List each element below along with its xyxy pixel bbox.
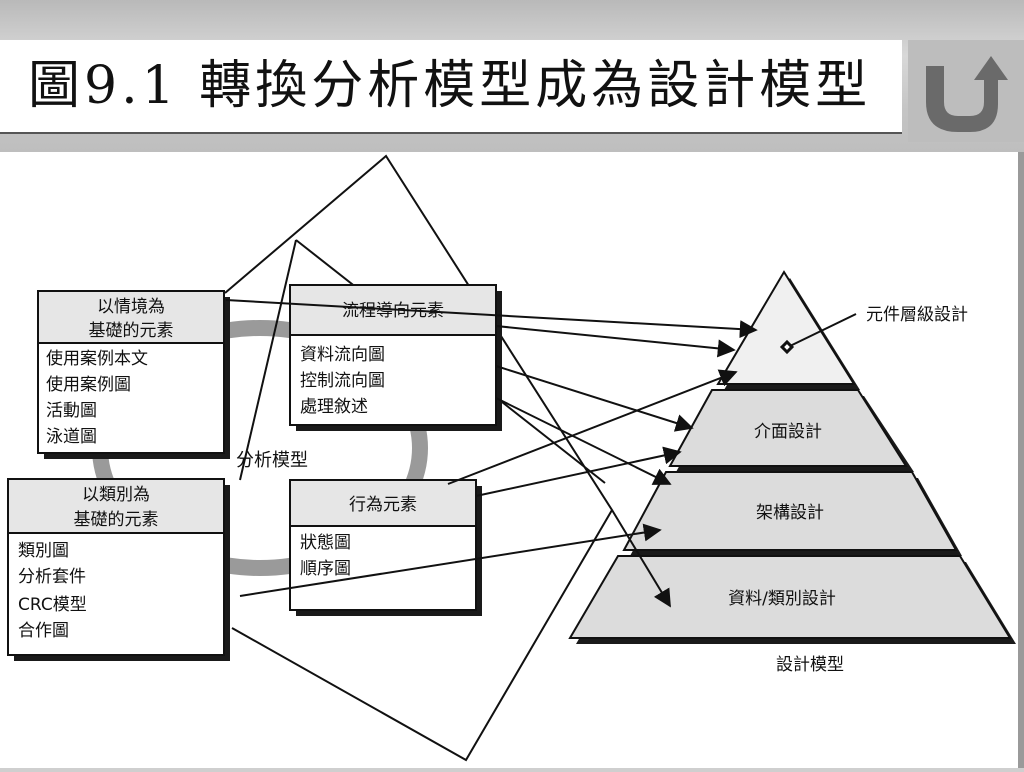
box-item: CRC模型: [18, 595, 87, 615]
box-header-line: 以情境為: [97, 297, 165, 317]
box-header-line: 基礎的元素: [89, 321, 174, 341]
box-item: 使用案例本文: [46, 348, 148, 369]
box-scenario-elements: 以情境為 基礎的元素 使用案例本文 使用案例圖 活動圖 泳道圖: [37, 290, 230, 459]
title-bar: 圖9.1 轉換分析模型成為設計模型: [0, 40, 902, 134]
component-callout-line: [789, 313, 857, 347]
design-pyramid: [568, 270, 1016, 644]
diagram-svg: 以情境為 基礎的元素 使用案例本文 使用案例圖 活動圖 泳道圖 流程導向元素 資…: [7, 154, 1016, 762]
design-level-label: 元件層級設計: [866, 305, 968, 325]
mapping-arrows: [225, 299, 758, 608]
box-behavioral-elements: 行為元素 狀態圖 順序圖: [289, 479, 482, 616]
box-item: 處理敘述: [300, 397, 368, 417]
box-item: 狀態圖: [300, 533, 351, 553]
canvas-edge: [1018, 152, 1024, 768]
connector-line: [239, 239, 297, 481]
design-level-label: 介面設計: [754, 422, 822, 442]
box-item: 分析套件: [18, 567, 86, 587]
pyramid-tier-data: [568, 555, 1012, 639]
box-class-elements: 以類別為 基礎的元素 類別圖 分析套件 CRC模型 合作圖: [7, 478, 230, 661]
design-level-label: 架構設計: [756, 503, 824, 523]
analysis-model-label: 分析模型: [236, 450, 308, 471]
design-model-label: 設計模型: [776, 655, 844, 675]
box-flow-elements: 流程導向元素 資料流向圖 控制流向圖 處理敘述: [289, 284, 502, 431]
design-level-label: 資料/類別設計: [728, 589, 836, 609]
arrow-line: [447, 369, 738, 485]
box-item: 合作圖: [18, 621, 69, 641]
arrow-line: [495, 365, 694, 432]
box-header-line: 行為元素: [349, 495, 417, 515]
pyramid-tier-interface: [668, 389, 908, 467]
arrow-line: [495, 397, 672, 485]
back-button[interactable]: [908, 40, 1024, 142]
pyramid-tier-architecture: [622, 471, 958, 551]
pyramid-tier-component: [716, 270, 856, 385]
diagram-canvas: 以情境為 基礎的元素 使用案例本文 使用案例圖 活動圖 泳道圖 流程導向元素 資…: [0, 152, 1024, 768]
arrow-line: [239, 523, 662, 597]
arrow-line: [475, 446, 682, 497]
box-item: 控制流向圖: [300, 371, 385, 391]
box-item: 活動圖: [46, 401, 97, 421]
box-item: 資料流向圖: [300, 345, 385, 365]
box-header-line: 基礎的元素: [74, 510, 159, 530]
box-item: 類別圖: [18, 541, 69, 561]
box-item: 順序圖: [300, 559, 351, 579]
return-arrow-icon: [926, 56, 1008, 132]
arrow-line: [495, 325, 736, 358]
box-item: 使用案例圖: [46, 374, 131, 395]
box-item: 泳道圖: [46, 427, 97, 447]
arrow-line: [611, 509, 671, 608]
box-header-line: 以類別為: [82, 485, 150, 505]
arrow-line: [225, 299, 758, 339]
box-header-line: 流程導向元素: [342, 301, 444, 321]
page-title: 圖9.1 轉換分析模型成為設計模型: [28, 56, 872, 116]
